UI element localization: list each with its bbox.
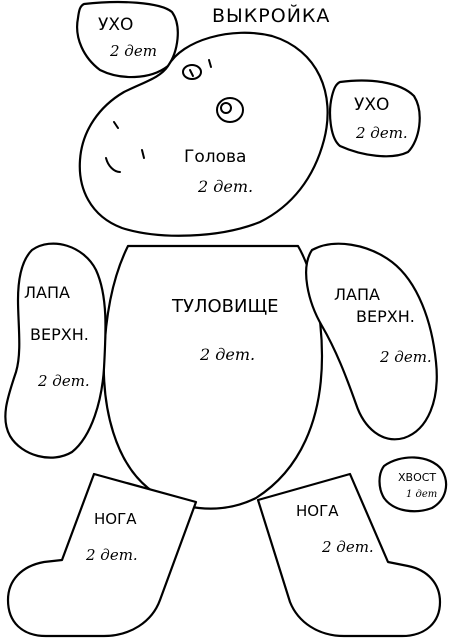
head-outline — [78, 31, 329, 237]
paw-left-outline — [4, 242, 107, 459]
head-count: 2 дет. — [197, 177, 253, 196]
leg-left-label: НОГА — [94, 510, 137, 528]
torso-label: ТУЛОВИЩЕ — [171, 296, 279, 317]
leg-left-count: 2 дет. — [85, 546, 138, 564]
tail-count: 1 дет — [406, 489, 437, 500]
whisker-mark — [141, 149, 145, 159]
ear-left-label: УХО — [98, 15, 133, 35]
pattern-title: ВЫКРОЙКА — [212, 4, 330, 27]
ear-right-label: УХО — [354, 95, 389, 115]
paw-left-piece: ЛАПА ВЕРХН. 2 дет. — [4, 242, 107, 459]
paw-left-label-2: ВЕРХН. — [30, 325, 89, 344]
head-piece: Голова 2 дет. — [78, 31, 329, 237]
leg-left-piece: НОГА 2 дет. — [6, 472, 198, 638]
ear-left-outline — [76, 0, 179, 79]
tail-outline — [378, 456, 448, 513]
brow-mark — [208, 59, 212, 68]
ear-right-piece: УХО 2 дет. — [329, 79, 421, 158]
ear-left-piece: УХО 2 дет — [76, 0, 179, 79]
tail-label: ХВОСТ — [398, 471, 436, 484]
ear-left-count: 2 дет — [109, 42, 157, 60]
paw-left-label-1: ЛАПА — [24, 283, 70, 302]
paw-right-outline — [305, 242, 438, 441]
nose-inner-icon — [220, 102, 232, 114]
ear-right-count: 2 дет. — [355, 124, 408, 142]
nose-icon — [216, 97, 244, 123]
eye-icon — [182, 64, 202, 80]
eye-pupil-icon — [189, 69, 194, 77]
paw-right-label-1: ЛАПА — [334, 285, 380, 304]
paw-right-label-2: ВЕРХН. — [356, 307, 415, 326]
leg-left-outline — [6, 472, 198, 638]
torso-outline — [102, 244, 324, 510]
leg-right-label: НОГА — [296, 502, 339, 520]
leg-right-piece: НОГА 2 дет. — [256, 472, 442, 638]
mouth-mark — [105, 157, 121, 173]
paw-left-count: 2 дет. — [37, 372, 90, 390]
cheek-mark — [113, 121, 119, 129]
paw-right-piece: ЛАПА ВЕРХН. 2 дет. — [305, 242, 438, 441]
ear-right-outline — [329, 79, 421, 158]
head-label: Голова — [184, 147, 246, 167]
torso-piece: ТУЛОВИЩЕ 2 дет. — [102, 244, 324, 510]
paw-right-count: 2 дет. — [379, 348, 432, 366]
tail-piece: ХВОСТ 1 дет — [378, 456, 448, 513]
leg-right-count: 2 дет. — [321, 538, 374, 556]
torso-count: 2 дет. — [199, 345, 255, 364]
leg-right-outline — [256, 472, 442, 638]
